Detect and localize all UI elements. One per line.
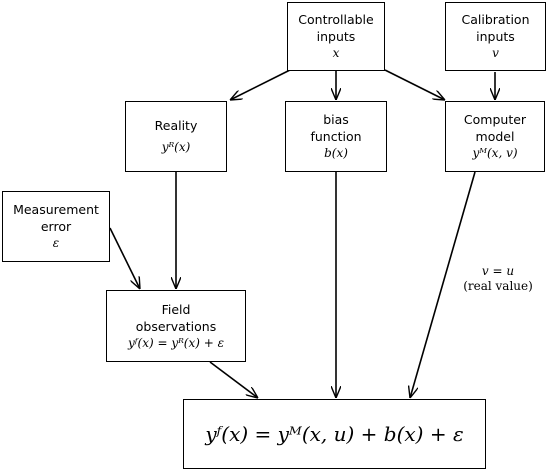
node-computer-model: Computer model yᴹ(x, v) (445, 101, 545, 172)
node-math: yᴹ(x, v) (472, 146, 518, 160)
node-result-equation: yᶠ(x) = yᴹ(x, u) + b(x) + ε (183, 399, 486, 469)
node-label-line: Reality (154, 118, 198, 133)
node-label-line: function (310, 129, 362, 144)
node-label-line: error (40, 219, 72, 234)
node-measurement-error: Measurement error ε (2, 191, 110, 262)
node-label-line: inputs (476, 29, 515, 44)
node-math: v (492, 46, 499, 60)
edge-annotation: v = u (real value) (455, 264, 541, 294)
edge-field-to-result (209, 361, 258, 398)
node-math: yᴿ(x) (161, 140, 191, 154)
node-math: yᶠ(x) = yᴿ(x) + ε (127, 335, 225, 350)
result-equation: yᶠ(x) = yᴹ(x, u) + b(x) + ε (205, 421, 464, 446)
node-label-line: Computer (463, 112, 527, 127)
node-math: x (332, 46, 340, 60)
node-label-line: Calibration (461, 12, 530, 27)
node-label-line: bias (323, 112, 349, 127)
node-math: b(x) (324, 146, 348, 160)
node-label-line: Measurement (13, 202, 99, 217)
annotation-text: (real value) (463, 279, 533, 293)
node-label-line: observations (135, 318, 217, 334)
node-reality: Reality yᴿ(x) (125, 101, 227, 172)
node-label-line: inputs (316, 29, 356, 44)
edge-controllable-to-computer (384, 69, 445, 100)
edge-controllable-to-reality (230, 69, 291, 100)
node-field-observations: Field observations yᶠ(x) = yᴿ(x) + ε (106, 290, 246, 362)
edge-computer-to-result (410, 171, 476, 398)
annotation-math: v = u (481, 264, 515, 278)
node-math: ε (52, 236, 60, 250)
node-calibration-inputs: Calibration inputs v (445, 2, 546, 71)
node-controllable-inputs: Controllable inputs x (287, 2, 385, 71)
node-bias-function: bias function b(x) (285, 101, 387, 172)
node-label-line: Controllable (298, 12, 374, 27)
node-label-line: model (475, 129, 515, 144)
edge-measurement-to-field (109, 227, 140, 289)
node-label-line: Field (161, 301, 191, 317)
